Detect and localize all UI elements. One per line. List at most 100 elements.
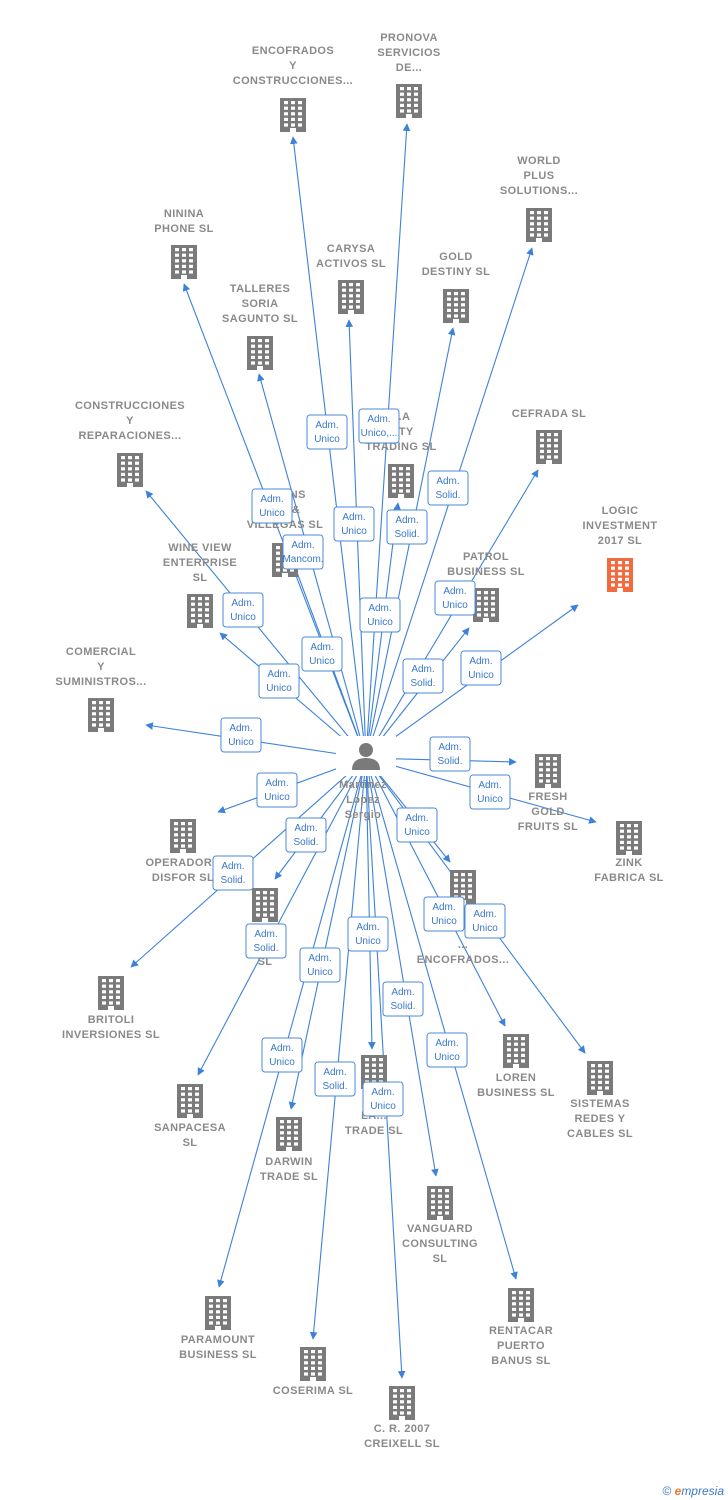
role-label[interactable]: Adm.Unico <box>359 597 401 633</box>
role-label[interactable]: Adm.Unico <box>251 488 293 524</box>
company-label-line: Y <box>289 60 297 72</box>
role-label[interactable]: Adm.Unico <box>258 663 300 699</box>
copyright-symbol: © <box>662 1484 672 1498</box>
role-label[interactable]: Adm.Solid. <box>245 923 287 959</box>
role-label[interactable]: Adm.Unico <box>299 947 341 983</box>
role-label[interactable]: Adm.Mancom. <box>282 534 324 570</box>
role-label-text: Adm. <box>315 420 338 431</box>
role-label-text: Adm. <box>478 780 501 791</box>
role-label[interactable]: Adm.Solid. <box>285 817 327 853</box>
building-icon <box>338 280 364 314</box>
role-label[interactable]: Adm.Unico <box>306 414 348 450</box>
role-label-text: Adm. <box>342 512 365 523</box>
company-label-line: SAGUNTO SL <box>222 313 298 325</box>
role-label[interactable]: Adm.Solid. <box>314 1061 356 1097</box>
company-node-world_plus[interactable]: WORLDPLUSSOLUTIONS... <box>500 155 578 242</box>
company-label-line: BANUS SL <box>491 1355 550 1367</box>
building-icon <box>177 1084 203 1118</box>
person-name-line: Lopez <box>346 794 380 806</box>
role-label-text: Unico <box>355 936 381 947</box>
role-label[interactable]: Adm.Unico <box>222 592 264 628</box>
company-label-line: ENTERPRISE <box>163 557 237 569</box>
edge-paramount <box>217 757 367 1288</box>
building-icon <box>535 754 561 788</box>
role-label-text: Unico <box>259 508 285 519</box>
role-label[interactable]: Adm.Unico,... <box>358 408 400 444</box>
company-label-line: LOREN <box>496 1072 537 1084</box>
company-node-cefrada[interactable]: CEFRADA SL <box>512 408 586 464</box>
role-label[interactable]: Adm.Solid. <box>427 470 469 506</box>
building-icon <box>117 453 143 487</box>
role-label-text: Unico <box>230 612 256 623</box>
role-label-text: Solid. <box>437 756 462 767</box>
building-icon <box>247 336 273 370</box>
role-label-text: Adm. <box>270 1043 293 1054</box>
company-node-construcciones_rep[interactable]: CONSTRUCCIONESYREPARACIONES... <box>75 400 185 487</box>
role-label[interactable]: Adm.Solid. <box>429 736 471 772</box>
building-icon <box>587 1061 613 1095</box>
role-label-text: Adm. <box>221 861 244 872</box>
role-label[interactable]: Adm.Unico <box>333 506 375 542</box>
role-label[interactable]: Adm.Solid. <box>212 855 254 891</box>
company-node-pronova[interactable]: PRONOVASERVICIOSDE... <box>377 32 440 118</box>
role-label[interactable]: Adm.Unico <box>426 1032 468 1068</box>
footer-brand[interactable]: © empresia <box>662 1484 724 1498</box>
company-label-line: PLUS <box>524 170 555 182</box>
building-icon <box>98 976 124 1010</box>
company-label-line: BUSINESS SL <box>447 566 525 578</box>
building-icon <box>171 245 197 279</box>
role-label[interactable]: Adm.Unico <box>469 774 511 810</box>
building-icon <box>388 464 414 498</box>
role-label[interactable]: Adm.Unico <box>220 717 262 753</box>
role-label[interactable]: Adm.Unico <box>362 1081 404 1117</box>
role-label[interactable]: Adm.Unico <box>261 1037 303 1073</box>
building-icon <box>88 698 114 732</box>
role-label-text: Adm. <box>391 987 414 998</box>
company-label-line: TALLERES <box>230 283 290 295</box>
company-label-line: ... <box>458 939 468 951</box>
role-label[interactable]: Adm.Unico <box>460 650 502 686</box>
role-label[interactable]: Adm.Unico <box>256 772 298 808</box>
company-node-comercial[interactable]: COMERCIALYSUMINISTROS... <box>55 646 146 732</box>
role-label[interactable]: Adm.Solid. <box>402 658 444 694</box>
building-icon <box>607 558 633 592</box>
company-label-line: Y <box>97 661 105 673</box>
role-label[interactable]: Adm.Solid. <box>386 509 428 545</box>
company-node-encofrados_2[interactable]: ...ENCOFRADOS... <box>417 870 510 966</box>
company-label-line: CARYSA <box>327 243 375 255</box>
role-label[interactable]: Adm.Unico <box>396 807 438 843</box>
company-label-line: FRESH <box>528 791 567 803</box>
role-label[interactable]: Adm.Unico <box>301 636 343 672</box>
role-label[interactable]: Adm.Unico <box>464 903 506 939</box>
role-label-text: Adm. <box>356 922 379 933</box>
role-label[interactable]: Adm. Unico <box>347 916 389 952</box>
role-label-text: Unico <box>307 967 333 978</box>
company-node-coserima[interactable]: COSERIMA SL <box>273 1347 353 1397</box>
role-label[interactable]: Adm.Unico <box>423 896 465 932</box>
company-node-encofrados_y[interactable]: ENCOFRADOSYCONSTRUCCIONES... <box>233 45 353 132</box>
role-label[interactable]: Adm.Unico <box>434 580 476 616</box>
role-label[interactable]: Adm.Solid. <box>382 981 424 1017</box>
role-label-text: Adm. <box>367 414 390 425</box>
